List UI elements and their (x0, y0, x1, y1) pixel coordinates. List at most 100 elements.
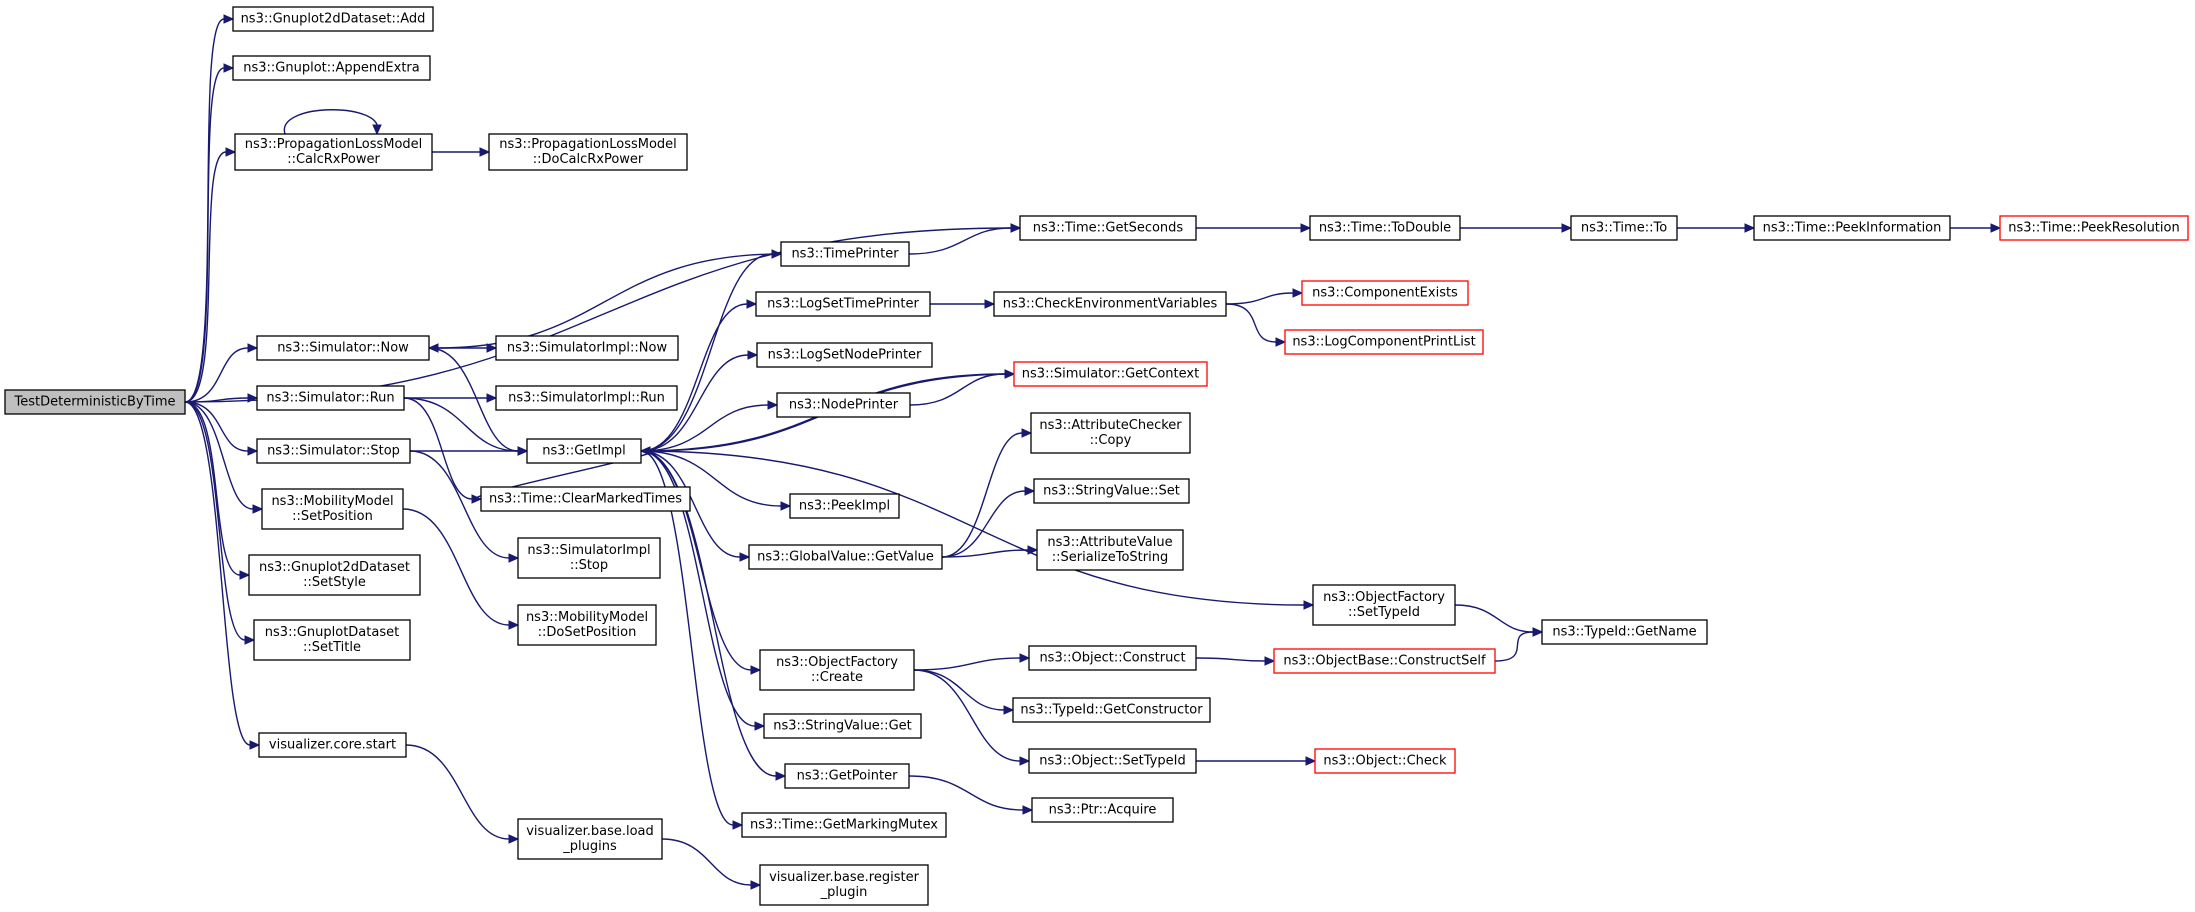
node-typeIdGetName[interactable]: ns3::TypeId::GetName (1541, 619, 1708, 645)
edge-line (1454, 604, 1534, 633)
node-getPointer[interactable]: ns3::GetPointer (784, 763, 910, 789)
edge-line (1225, 292, 1294, 305)
node-logCompPrint[interactable]: ns3::LogComponentPrintList (1284, 329, 1484, 355)
node-visLoad[interactable]: visualizer.base.load_plugins (517, 818, 663, 860)
edge-arrowhead (754, 721, 766, 731)
edge-arrowhead (249, 740, 261, 750)
node-box (1314, 748, 1456, 774)
node-strValGet[interactable]: ns3::StringValue::Get (763, 713, 922, 739)
node-globalGet[interactable]: ns3::GlobalValue::GetValue (748, 544, 943, 570)
node-simImplRun[interactable]: ns3::SimulatorImpl::Run (495, 385, 678, 411)
node-peekImpl[interactable]: ns3::PeekImpl (789, 493, 900, 519)
node-box (1999, 215, 2189, 241)
edge-logSetTime-to-checkEnv (929, 299, 996, 309)
node-getImpl[interactable]: ns3::GetImpl (526, 438, 642, 464)
node-timeTo[interactable]: ns3::Time::To (1570, 215, 1678, 241)
node-gpSetStyle[interactable]: ns3::Gnuplot2dDataset::SetStyle (248, 554, 421, 596)
edge-arrowhead (486, 393, 498, 403)
node-peekInfo[interactable]: ns3::Time::PeekInformation (1753, 215, 1951, 241)
edge-line (941, 549, 1029, 558)
edge-arrowhead (508, 553, 520, 563)
node-simRun[interactable]: ns3::Simulator::Run (256, 385, 405, 411)
node-visStart[interactable]: visualizer.core.start (258, 732, 407, 758)
node-peekRes[interactable]: ns3::Time::PeekResolution (1999, 215, 2189, 241)
edge-line (184, 401, 246, 641)
node-box (759, 649, 915, 691)
edge-root-to-visStart (184, 401, 261, 750)
node-mobDoSetPos[interactable]: ns3::MobilityModel::DoSetPosition (517, 604, 657, 646)
node-nodePrinter[interactable]: ns3::NodePrinter (776, 392, 911, 418)
node-getMarkMutex[interactable]: ns3::Time::GetMarkingMutex (741, 812, 947, 838)
edge-simStop-to-simImplStop (409, 450, 520, 563)
edge-line (184, 401, 251, 746)
node-box (495, 385, 678, 411)
node-gpSetTitle[interactable]: ns3::GnuplotDataset::SetTitle (253, 619, 411, 661)
edge-line (184, 397, 249, 403)
edge-globalGet-to-attrSerialize (941, 545, 1039, 558)
node-getSeconds[interactable]: ns3::Time::GetSeconds (1019, 215, 1197, 241)
nodes-layer: TestDeterministicByTimens3::Gnuplot2dDat… (4, 6, 2189, 906)
node-label: ns3::PropagationLossModel (499, 137, 677, 152)
node-box (1753, 215, 1951, 241)
node-label: ns3::StringValue::Set (1043, 484, 1180, 499)
node-box (232, 6, 434, 32)
node-objSetTypeId[interactable]: ns3::Object::SetTypeId (1028, 748, 1197, 774)
edge-objConstruct-to-objBaseConstruct (1195, 656, 1276, 666)
node-checkEnv[interactable]: ns3::CheckEnvironmentVariables (993, 291, 1227, 317)
node-box (1013, 361, 1208, 387)
node-timePrinter[interactable]: ns3::TimePrinter (780, 241, 910, 267)
node-ptrAcquire[interactable]: ns3::Ptr::Acquire (1031, 797, 1174, 823)
edge-arrowhead (767, 400, 779, 410)
node-logSetNode[interactable]: ns3::LogSetNodePrinter (756, 342, 933, 368)
node-mobSetPos[interactable]: ns3::MobilityModel::SetPosition (261, 488, 404, 530)
node-root[interactable]: TestDeterministicByTime (4, 389, 186, 415)
edge-line (184, 151, 227, 403)
node-compExists[interactable]: ns3::ComponentExists (1301, 280, 1469, 306)
edge-arrowhead (1022, 805, 1034, 815)
node-label: ns3::ObjectBase::ConstructSelf (1283, 654, 1486, 669)
node-objFacCreate[interactable]: ns3::ObjectFactory::Create (759, 649, 915, 691)
node-clearMarked[interactable]: ns3::Time::ClearMarkedTimes (480, 486, 691, 512)
node-typeIdGetCtor[interactable]: ns3::TypeId::GetConstructor (1012, 697, 1211, 723)
node-box (488, 133, 688, 171)
node-simGetCtx[interactable]: ns3::Simulator::GetContext (1013, 361, 1208, 387)
node-doCalcRx[interactable]: ns3::PropagationLossModel::DoCalcRxPower (488, 133, 688, 171)
node-objConstruct[interactable]: ns3::Object::Construct (1028, 645, 1197, 671)
node-box (517, 818, 663, 860)
node-toDouble[interactable]: ns3::Time::ToDouble (1309, 215, 1461, 241)
edge-arrowhead (1532, 627, 1544, 637)
node-label: ::CalcRxPower (287, 152, 380, 167)
edge-line (661, 838, 752, 886)
edge-getImpl-to-peekImpl (640, 450, 792, 511)
node-objBaseConstruct[interactable]: ns3::ObjectBase::ConstructSelf (1273, 648, 1496, 674)
edge-line (640, 450, 782, 507)
node-objFacSetType[interactable]: ns3::ObjectFactory::SetTypeId (1312, 584, 1456, 626)
edge-root-to-simNow (184, 343, 259, 403)
node-gpAppend[interactable]: ns3::Gnuplot::AppendExtra (232, 55, 431, 81)
node-label: ns3::Simulator::Now (277, 341, 409, 356)
node-label: _plugins (562, 839, 617, 854)
node-simNow[interactable]: ns3::Simulator::Now (256, 335, 430, 361)
edge-peekInfo-to-peekRes (1950, 223, 2002, 233)
edge-objFacSetType-to-typeIdGetName (1454, 604, 1544, 637)
edge-getImpl-to-getMarkMutex (640, 450, 744, 830)
edge-arrowhead (223, 14, 235, 24)
node-box (4, 389, 186, 415)
node-attrSerialize[interactable]: ns3::AttributeValue::SerializeToString (1036, 529, 1184, 571)
edge-arrowhead (750, 880, 762, 890)
node-gpAdd[interactable]: ns3::Gnuplot2dDataset::Add (232, 6, 434, 32)
node-simStop[interactable]: ns3::Simulator::Stop (256, 438, 411, 464)
node-logSetTime[interactable]: ns3::LogSetTimePrinter (755, 291, 931, 317)
node-simImplStop[interactable]: ns3::SimulatorImpl::Stop (517, 537, 661, 579)
node-attrChecker[interactable]: ns3::AttributeChecker::Copy (1030, 412, 1191, 454)
node-simImplNow[interactable]: ns3::SimulatorImpl::Now (495, 335, 679, 361)
node-box (1570, 215, 1678, 241)
edge-arrowhead (372, 124, 382, 136)
node-visRegister[interactable]: visualizer.base.register_plugin (759, 864, 929, 906)
node-box (495, 335, 679, 361)
node-strValSet[interactable]: ns3::StringValue::Set (1033, 478, 1190, 504)
node-objCheck[interactable]: ns3::Object::Check (1314, 748, 1456, 774)
edge-clearMarked-to-getImpl (476, 446, 654, 500)
node-calcRx[interactable]: ns3::PropagationLossModel::CalcRxPower (234, 133, 433, 171)
node-label: ::DoSetPosition (538, 625, 637, 640)
